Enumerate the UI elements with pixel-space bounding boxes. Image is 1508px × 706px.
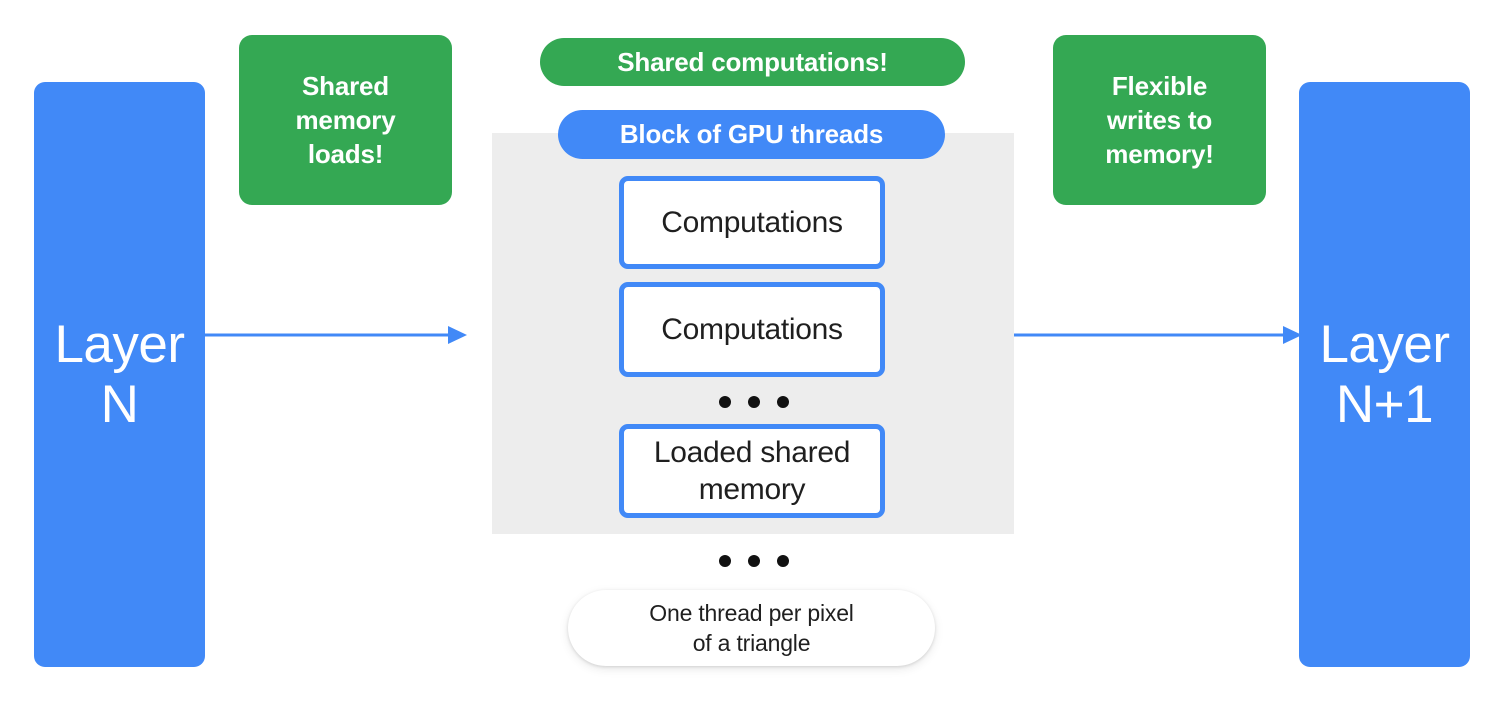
callout-flexible-writes-to-memory: Flexible writes to memory! — [1053, 35, 1266, 205]
pill-block-of-gpu-threads: Block of GPU threads — [558, 110, 945, 159]
layer-n-label-line2: N — [100, 374, 139, 434]
thread-box-3-text: Loaded shared memory — [653, 434, 851, 509]
callout-left-line2: memory — [295, 104, 396, 135]
arrow-right-icon — [1014, 326, 1302, 344]
callout-right-line3: memory! — [1105, 139, 1214, 170]
arrow-block-to-layer-np1 — [1014, 323, 1302, 347]
pill-one-thread-per-pixel: One thread per pixel of a triangle — [568, 590, 935, 666]
dot-icon — [748, 555, 760, 567]
dot-icon — [777, 555, 789, 567]
callout-left-line3: loads! — [307, 139, 384, 170]
dot-icon — [719, 555, 731, 567]
dot-icon — [777, 396, 789, 408]
callout-right-text: Flexible writes to memory! — [1105, 69, 1214, 172]
arrow-layer-n-to-block — [205, 323, 467, 347]
pill-one-thread-line2: of a triangle — [692, 630, 811, 656]
ellipsis-outer — [719, 555, 789, 567]
callout-left-line1: Shared — [302, 70, 389, 101]
callout-left-text: Shared memory loads! — [296, 69, 396, 172]
layer-n-block: Layer N — [34, 82, 205, 667]
thread-box-3-line2: memory — [698, 473, 806, 506]
pill-one-thread-line1: One thread per pixel — [649, 599, 854, 626]
thread-box-computations-1: Computations — [619, 176, 885, 269]
callout-right-line2: writes to — [1106, 104, 1213, 135]
pill-one-thread-text: One thread per pixel of a triangle — [649, 598, 854, 659]
layer-n-plus-1-block: Layer N+1 — [1299, 82, 1470, 667]
thread-box-computations-2: Computations — [619, 282, 885, 377]
pill-shared-computations: Shared computations! — [540, 38, 965, 86]
layer-np1-label-line2: N+1 — [1335, 374, 1434, 434]
callout-right-line1: Flexible — [1111, 70, 1208, 101]
thread-box-3-line1: Loaded shared — [653, 435, 851, 469]
dot-icon — [748, 396, 760, 408]
layer-np1-label-line1: Layer — [1319, 315, 1450, 375]
ellipsis-inner — [719, 396, 789, 408]
layer-n-label: Layer N — [54, 315, 185, 434]
thread-box-loaded-shared-memory: Loaded shared memory — [619, 424, 885, 518]
dot-icon — [719, 396, 731, 408]
arrow-right-icon — [205, 326, 467, 344]
layer-n-label-line1: Layer — [54, 315, 185, 375]
layer-np1-label: Layer N+1 — [1319, 315, 1450, 434]
callout-shared-memory-loads: Shared memory loads! — [239, 35, 452, 205]
